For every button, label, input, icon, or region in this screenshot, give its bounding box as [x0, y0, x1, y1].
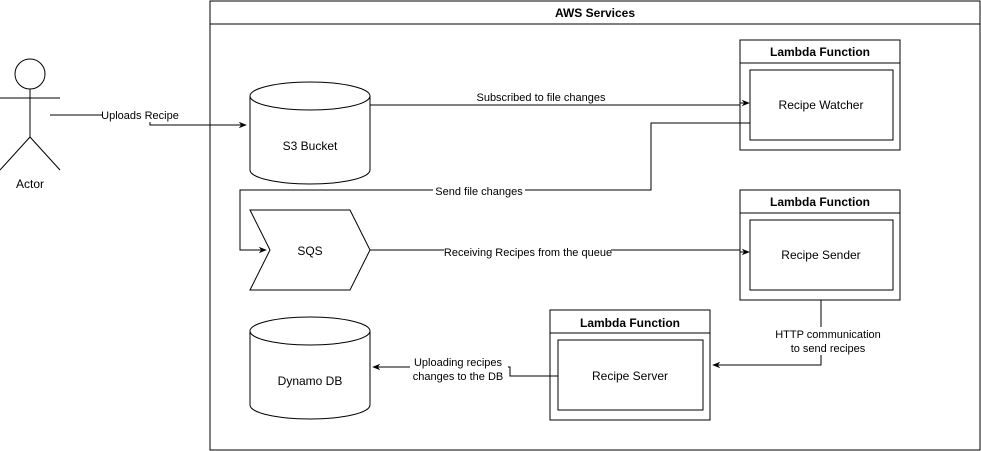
edge-send-file-changes: Send file changes — [239, 122, 750, 254]
edge-uploads-recipe: Uploads Recipe — [50, 108, 247, 129]
lambda-header: Lambda Function — [580, 316, 680, 330]
recipe-server-label: Recipe Server — [592, 369, 668, 383]
s3-bucket-node: S3 Bucket — [249, 81, 371, 185]
edge-label-uploads: Uploads Recipe — [101, 110, 179, 122]
lambda-recipe-server: Lambda Function Recipe Server — [549, 309, 711, 421]
edge-http-communication: HTTP communication to send recipes — [712, 300, 881, 369]
sqs-node: SQS — [249, 209, 371, 291]
lambda-recipe-watcher: Lambda Function Recipe Watcher — [739, 39, 901, 151]
sqs-label: SQS — [297, 244, 322, 258]
edge-label-receiving: Receiving Recipes from the queue — [444, 247, 612, 259]
edge-label-http-2: to send recipes — [791, 343, 866, 355]
edge-subscribed: Subscribed to file changes — [370, 92, 750, 107]
lambda-recipe-sender: Lambda Function Recipe Sender — [739, 189, 901, 301]
edge-label-db-1: Uploading recipes — [414, 357, 503, 369]
s3-bucket-label: S3 Bucket — [283, 139, 338, 153]
recipe-watcher-label: Recipe Watcher — [779, 98, 864, 112]
dynamo-db-node: Dynamo DB — [249, 316, 371, 420]
lambda-header: Lambda Function — [770, 195, 870, 209]
actor-icon — [0, 58, 61, 171]
edge-label-send-changes: Send file changes — [435, 186, 523, 198]
recipe-sender-label: Recipe Sender — [781, 248, 860, 262]
edge-label-db-2: changes to the DB — [413, 371, 504, 383]
lambda-header: Lambda Function — [770, 45, 870, 59]
dynamo-db-label: Dynamo DB — [278, 374, 343, 388]
edge-uploading-recipes: Uploading recipes changes to the DB — [372, 355, 558, 383]
edge-label-http-1: HTTP communication — [775, 329, 881, 341]
container-title: AWS Services — [555, 6, 635, 20]
edge-receiving-recipes: Receiving Recipes from the queue — [370, 245, 750, 259]
edge-label-subscribed: Subscribed to file changes — [476, 92, 606, 104]
actor-label: Actor — [16, 177, 44, 191]
